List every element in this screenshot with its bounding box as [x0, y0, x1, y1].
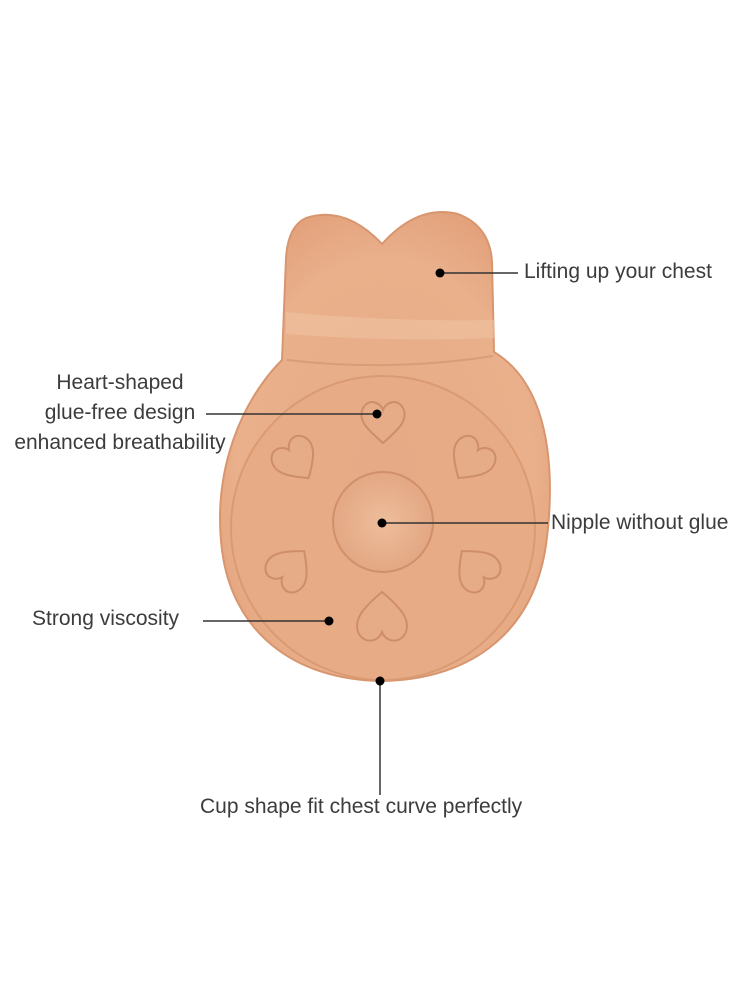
strap-band-edge: [286, 355, 494, 367]
heart-lower-right: [458, 550, 502, 594]
callout-heart-shaped: Heart-shaped glue-free design enhanced b…: [0, 368, 240, 458]
leader-dot-cup: [375, 676, 385, 686]
callout-heart-line2: glue-free design: [44, 401, 196, 424]
heart-cutouts: [264, 401, 502, 642]
leader-dot-strong: [324, 616, 334, 626]
callout-heart-line1: Heart-shaped: [56, 371, 184, 394]
strap-band: [286, 312, 494, 340]
heart-top: [360, 401, 406, 445]
callout-heart-line3: enhanced breathability: [14, 431, 226, 454]
callout-strong-viscosity: Strong viscosity: [32, 607, 180, 630]
heart-upper-right: [452, 434, 497, 480]
leader-lines: [203, 268, 548, 795]
callout-cup-shape: Cup shape fit chest curve perfectly: [200, 795, 523, 818]
callout-nipple: Nipple without glue: [551, 511, 729, 534]
callout-lifting: Lifting up your chest: [524, 260, 712, 283]
heart-upper-left: [270, 434, 315, 480]
leader-dot-nipple: [377, 518, 387, 528]
heart-lower-left: [264, 550, 308, 594]
leader-dot-heart: [372, 409, 382, 419]
leader-dot-lifting: [435, 268, 445, 278]
heart-bottom: [356, 590, 408, 642]
